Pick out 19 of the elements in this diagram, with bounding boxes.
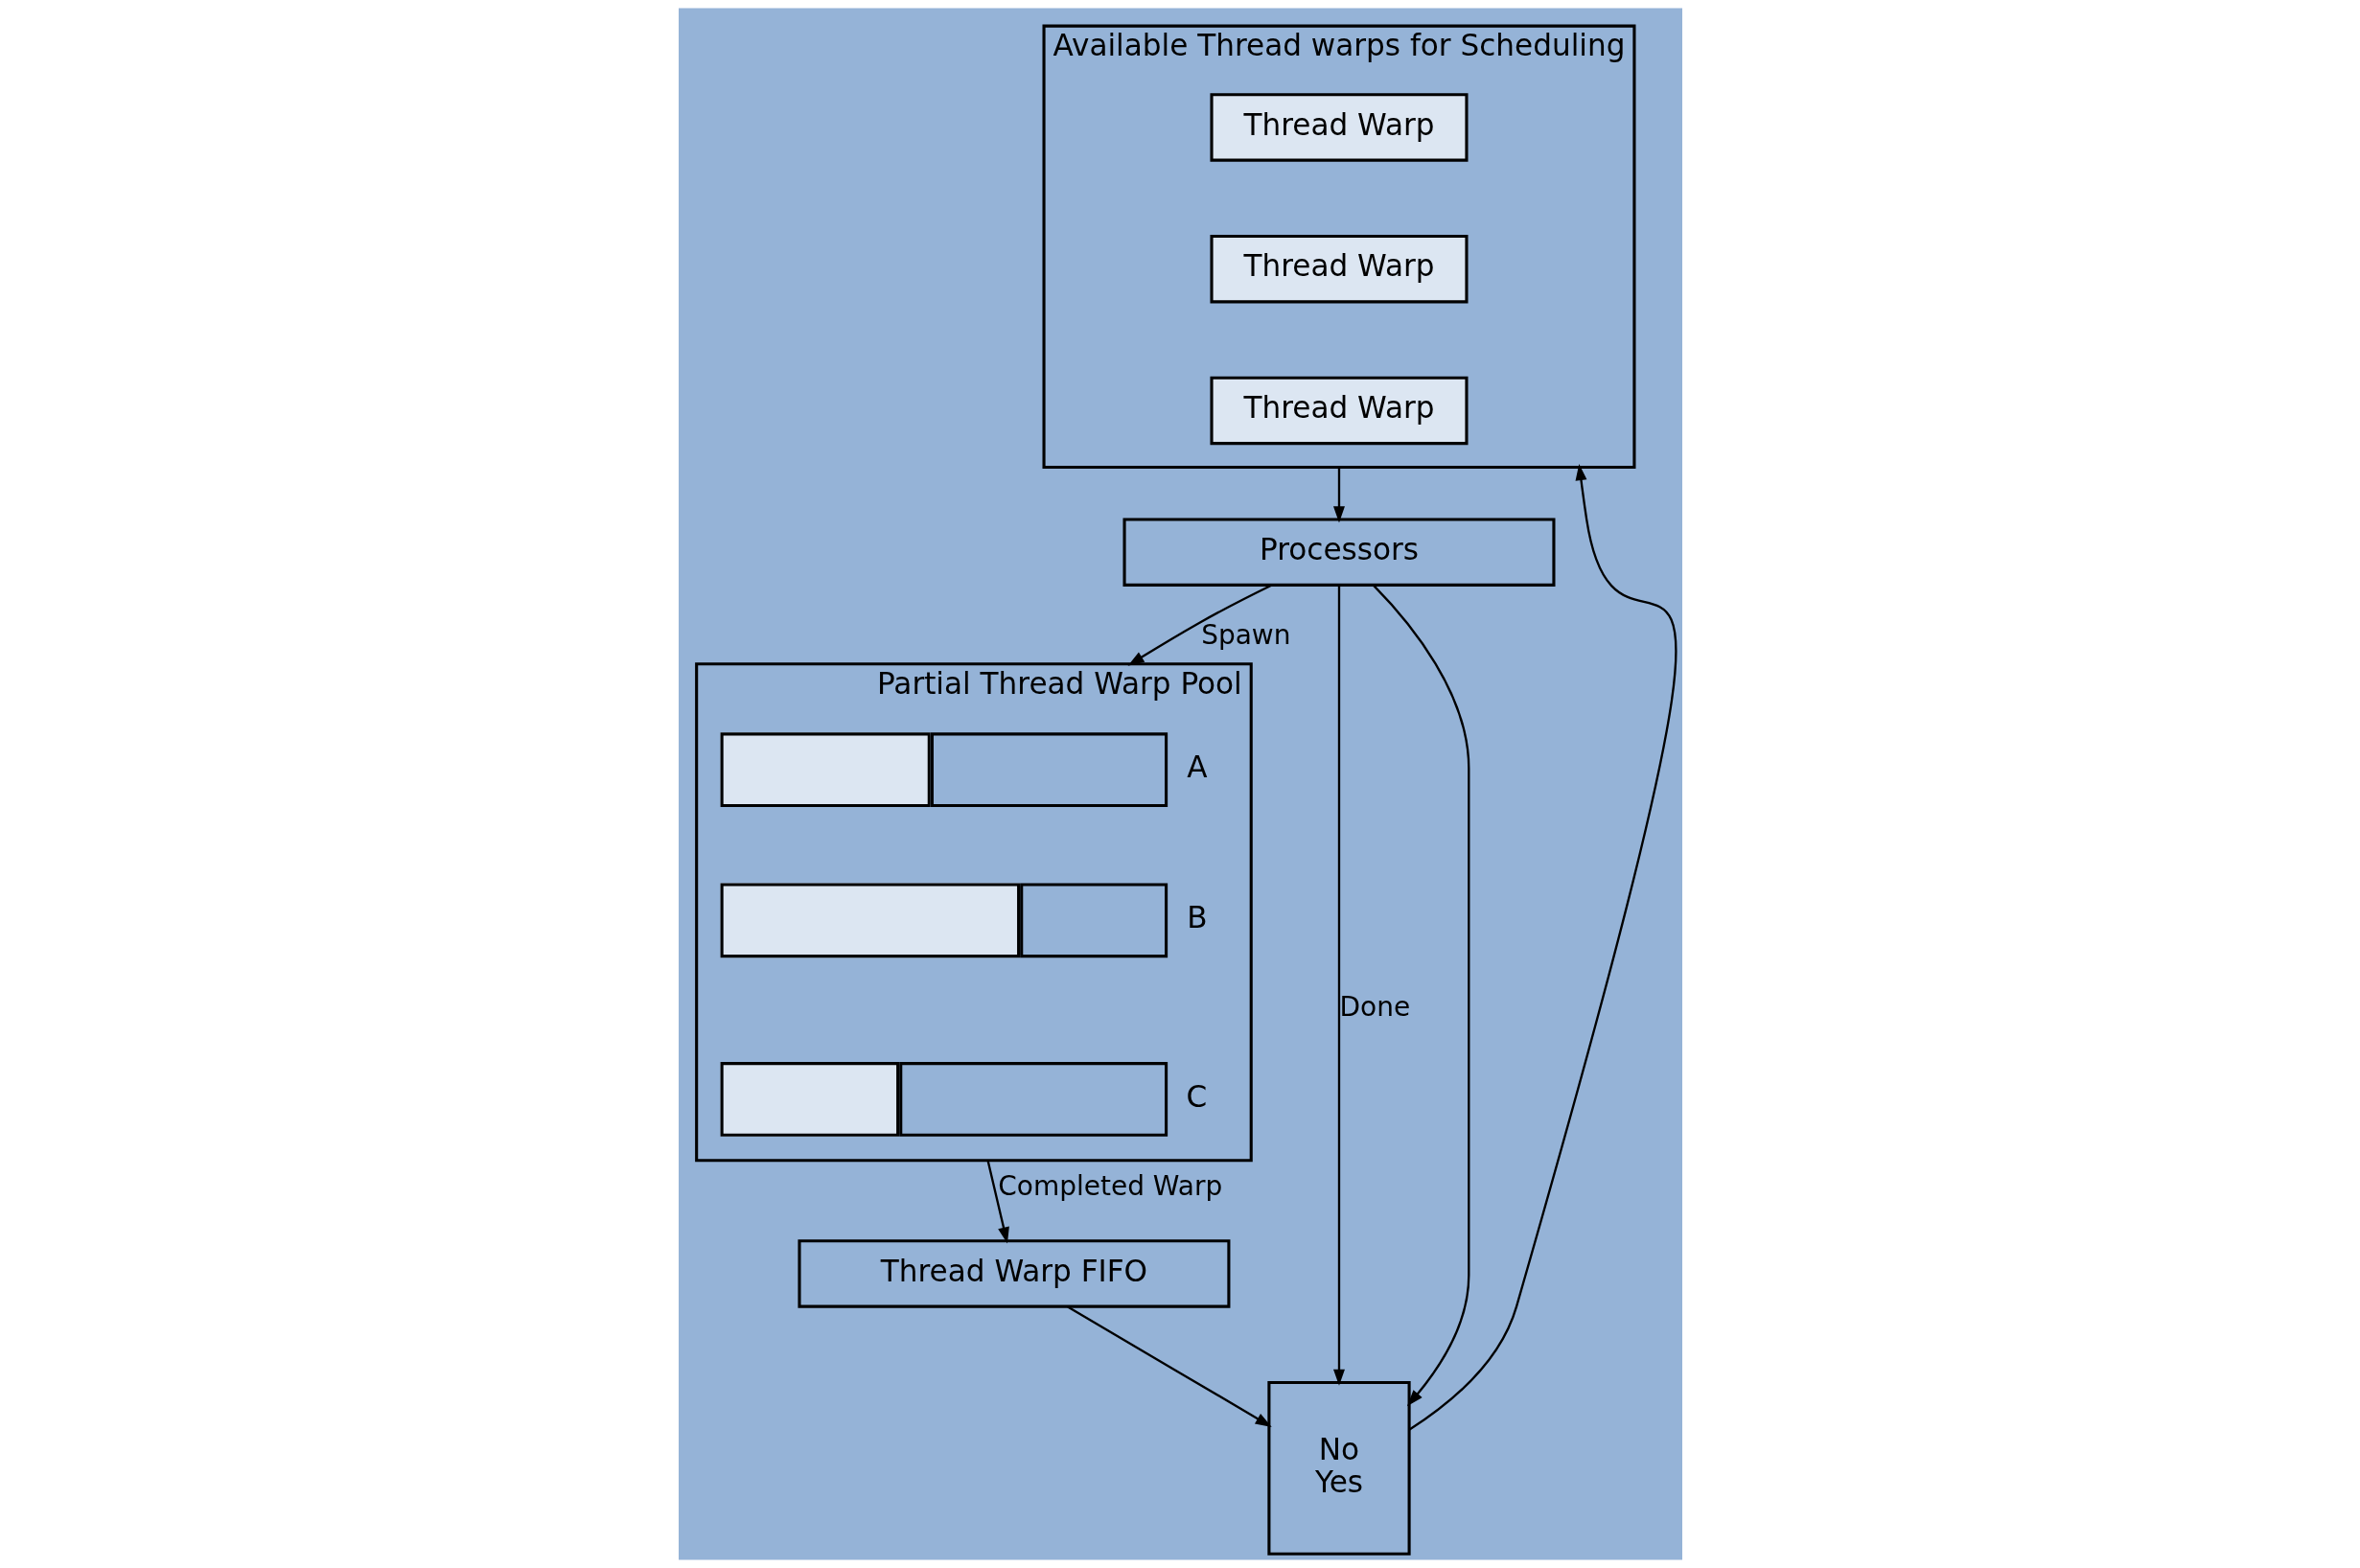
node-label: B — [1186, 900, 1208, 935]
node-box: Processors — [1122, 518, 1555, 587]
node-box: Thread Warp — [1209, 93, 1469, 162]
arrow — [1066, 1305, 1272, 1427]
arrow — [985, 1160, 1009, 1244]
edge-label: Done — [1339, 991, 1410, 1024]
arrow — [1127, 584, 1272, 666]
node-label: A — [1186, 749, 1208, 784]
node-label: C — [1186, 1078, 1207, 1114]
arrow — [1372, 584, 1469, 1407]
edge-label: Completed Warp — [997, 1170, 1222, 1203]
edge-label: Spawn — [1200, 618, 1290, 651]
node-box: Thread Warp — [1209, 376, 1469, 446]
node-box: Thread Warp FIFO — [797, 1239, 1230, 1308]
node-box: Thread Warp — [1209, 234, 1469, 304]
arrow — [1332, 467, 1345, 523]
arrow — [1332, 586, 1345, 1386]
arrow — [1408, 464, 1677, 1431]
node-box: No Yes — [1266, 1380, 1411, 1556]
